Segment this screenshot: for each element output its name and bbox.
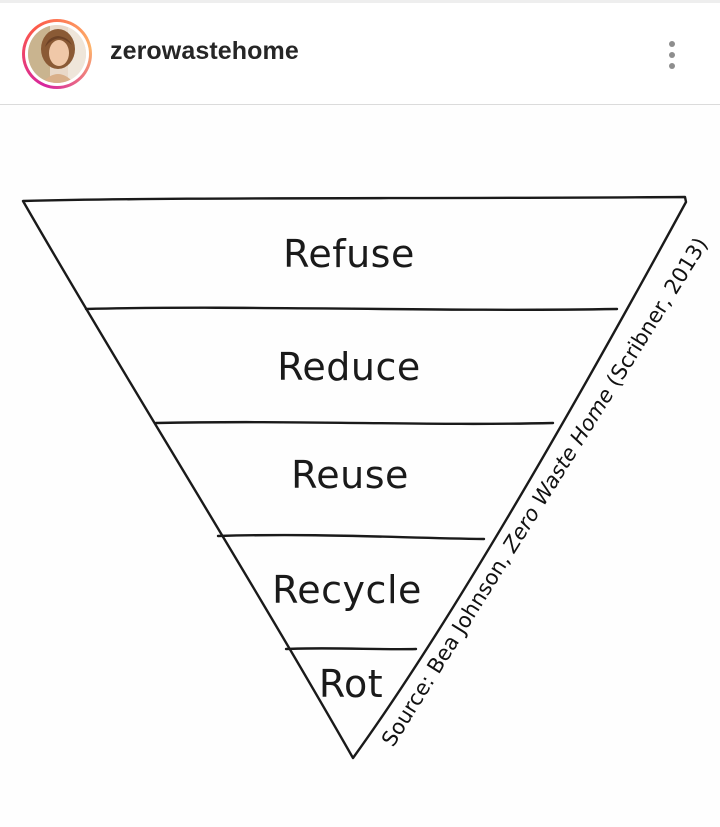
level-label-refuse: Refuse [283,232,415,276]
post-image: Refuse Reduce Reuse Recycle Rot Source: … [0,105,720,827]
avatar[interactable] [22,19,92,89]
source-caption-title: Zero Waste Home [498,384,619,558]
pyramid-outline [21,195,688,760]
divider-line [154,420,555,426]
zero-waste-pyramid-diagram: Refuse Reduce Reuse Recycle Rot Source: … [21,195,713,760]
divider-line [216,533,486,541]
divider-line [284,647,418,651]
status-strip [0,0,720,3]
level-label-rot: Rot [319,662,383,706]
level-label-recycle: Recycle [272,568,422,612]
source-caption: Source: Bea Johnson, Zero Waste Home (Sc… [377,233,713,750]
vertical-ellipsis-icon[interactable] [658,33,686,77]
level-label-reduce: Reduce [277,345,421,389]
divider-line [84,306,619,311]
level-label-reuse: Reuse [291,453,409,497]
profile-photo-avatar [28,25,86,83]
post-username[interactable]: zerowastehome [110,37,299,65]
post-header: zerowastehome [0,3,720,105]
